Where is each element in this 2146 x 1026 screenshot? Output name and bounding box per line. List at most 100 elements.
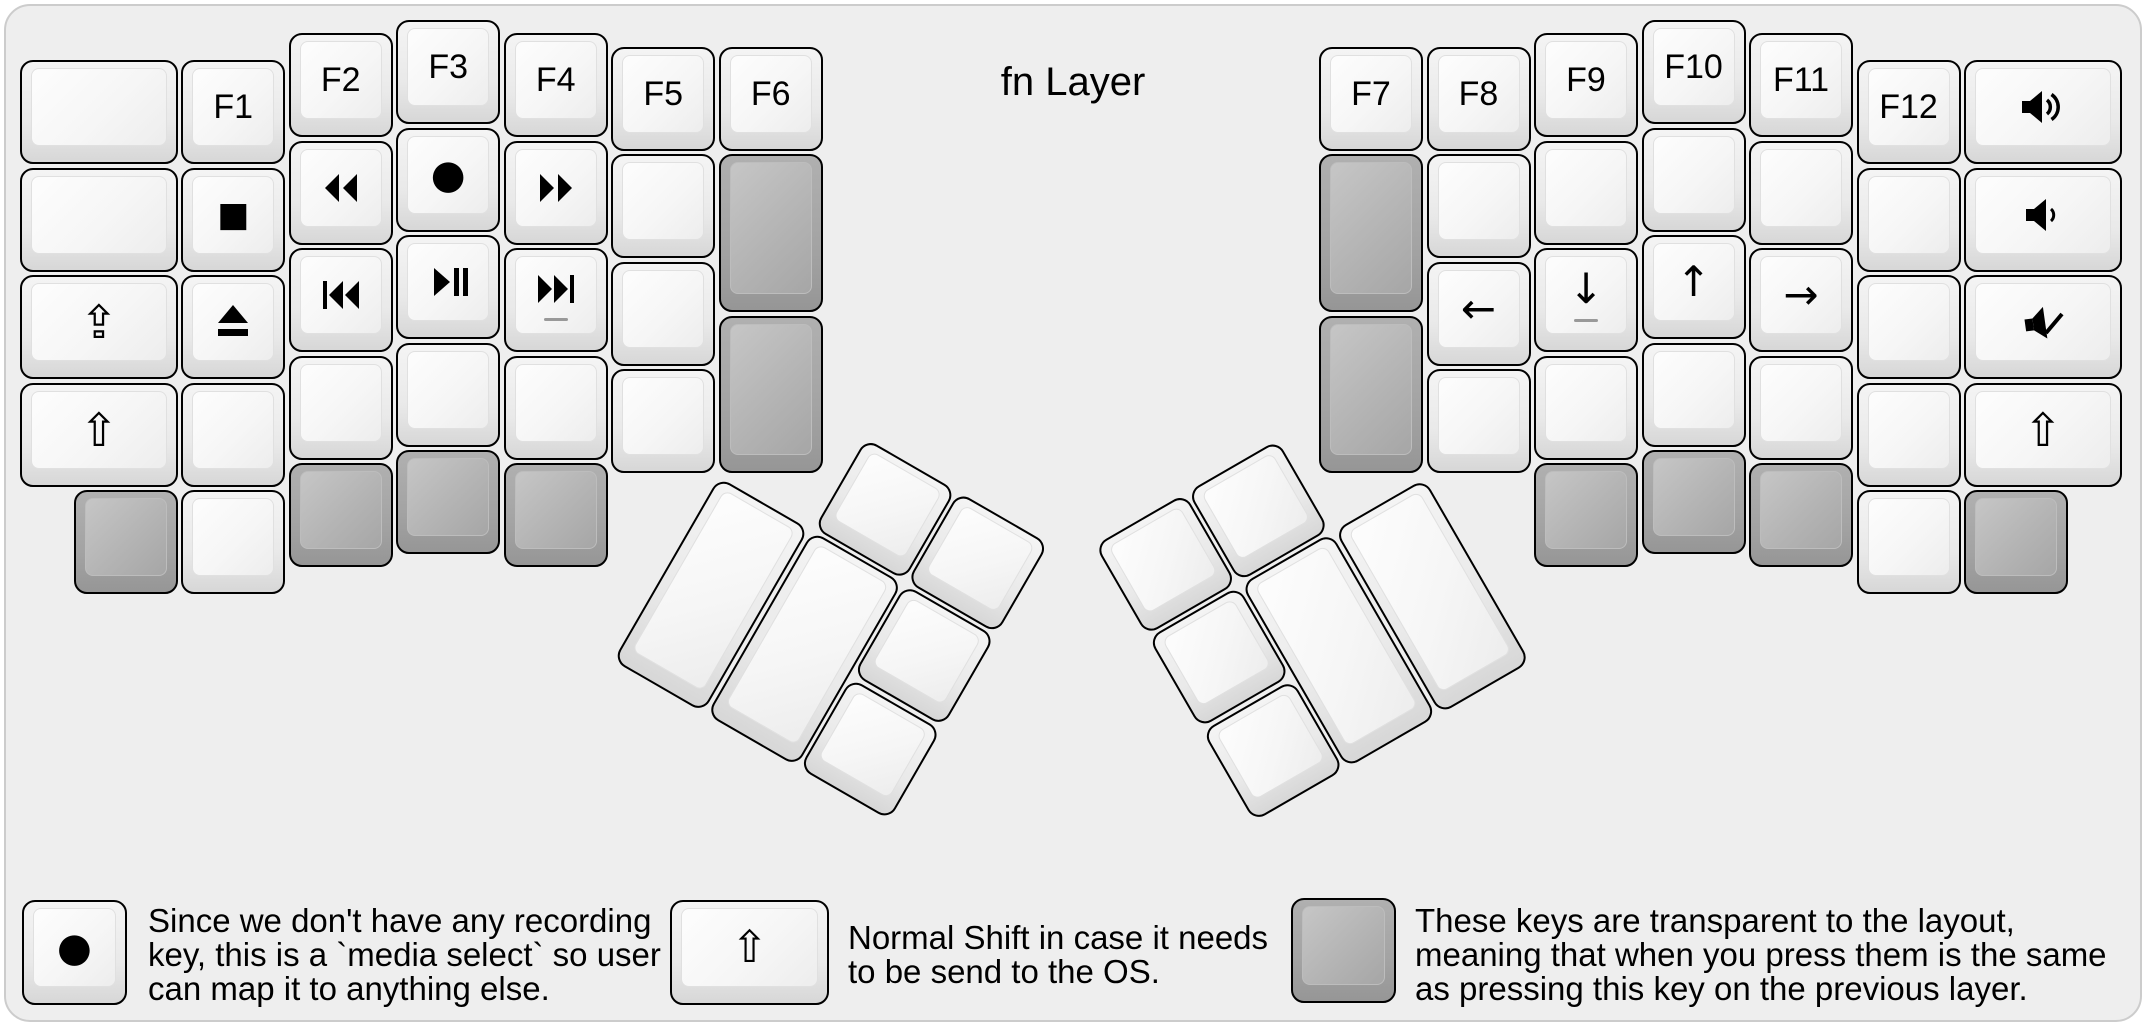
key-play-pause[interactable] xyxy=(396,235,501,339)
homing-bar xyxy=(1574,319,1598,323)
key-blank[interactable] xyxy=(503,355,608,460)
key-label: F8 xyxy=(1458,74,1499,113)
legend-text-transparent: These keys are transparent to the layout… xyxy=(1415,902,2107,1007)
key-blank[interactable] xyxy=(1856,275,1961,380)
key-prev-track[interactable] xyxy=(288,248,393,353)
key-label: F11 xyxy=(1772,61,1830,100)
arrow-right-icon: → xyxy=(1783,270,1819,320)
key-arrow-up[interactable]: ↑ xyxy=(1641,235,1746,339)
key-f11[interactable]: F11 xyxy=(1749,33,1853,138)
key-label: F1 xyxy=(213,88,254,127)
key-label: F7 xyxy=(1351,74,1391,113)
key-blank[interactable] xyxy=(396,342,501,447)
prev-track-icon xyxy=(319,275,363,315)
play-pause-icon xyxy=(426,262,470,302)
key-f6[interactable]: F6 xyxy=(718,46,823,151)
rewind-icon xyxy=(319,168,363,208)
key-fast-forward[interactable] xyxy=(503,140,608,245)
key-blank[interactable] xyxy=(396,450,501,554)
key-volume-up[interactable] xyxy=(1964,60,2122,165)
key-label: F3 xyxy=(428,48,469,86)
key-f4[interactable]: F4 xyxy=(503,33,608,138)
key-caps-shift[interactable]: ⇪ xyxy=(20,275,178,380)
arrow-left-icon: ← xyxy=(1460,283,1497,333)
key-f1[interactable]: F1 xyxy=(181,60,286,165)
key-label: F2 xyxy=(320,61,361,100)
key-f10[interactable]: F10 xyxy=(1641,20,1746,124)
key-blank[interactable] xyxy=(1426,154,1531,259)
key-blank[interactable] xyxy=(718,315,823,474)
key-blank[interactable] xyxy=(503,463,608,568)
shift-icon: ⇧ xyxy=(731,921,768,973)
key-blank[interactable] xyxy=(611,369,716,474)
key-f5[interactable]: F5 xyxy=(611,46,716,151)
key-blank[interactable] xyxy=(181,490,286,595)
key-label: F4 xyxy=(535,61,576,100)
key-shift[interactable]: ⇧ xyxy=(20,382,178,487)
stop-icon: ■ xyxy=(217,194,250,235)
key-blank[interactable] xyxy=(1641,450,1746,554)
key-blank[interactable] xyxy=(1426,369,1531,474)
key-blank[interactable] xyxy=(1534,140,1638,245)
key-arrow-right[interactable]: → xyxy=(1749,248,1853,353)
key-eject[interactable] xyxy=(181,275,286,380)
caps-shift-icon: ⇪ xyxy=(79,295,119,350)
fast-forward-icon xyxy=(534,168,578,208)
volume-up-icon xyxy=(2019,87,2067,127)
mute-icon xyxy=(2019,302,2067,342)
key-f3[interactable]: F3 xyxy=(396,20,501,124)
shift-icon: ⇧ xyxy=(2023,402,2063,457)
key-blank[interactable] xyxy=(1534,463,1638,568)
key-blank[interactable] xyxy=(1749,140,1853,245)
arrow-down-icon: ↓ xyxy=(1568,264,1604,314)
shift-key-sample: ⇧ xyxy=(670,900,829,1005)
volume-down-icon xyxy=(2019,195,2067,235)
key-next-track[interactable] xyxy=(503,248,608,353)
key-blank[interactable] xyxy=(611,261,716,366)
key-blank[interactable] xyxy=(288,463,393,568)
key-blank[interactable] xyxy=(181,382,286,487)
key-mute[interactable] xyxy=(1964,275,2122,380)
key-record[interactable]: ● xyxy=(396,127,501,232)
homing-bar xyxy=(543,318,568,322)
key-blank[interactable] xyxy=(1641,342,1746,447)
key-blank[interactable] xyxy=(20,167,178,272)
key-blank[interactable] xyxy=(611,154,716,259)
key-blank[interactable] xyxy=(1749,355,1853,460)
key-blank[interactable] xyxy=(1856,167,1961,272)
key-blank[interactable] xyxy=(1749,463,1853,568)
key-blank[interactable] xyxy=(20,60,178,165)
eject-icon xyxy=(211,302,255,342)
key-blank[interactable] xyxy=(1641,127,1746,232)
next-track-icon xyxy=(534,269,578,309)
key-blank[interactable] xyxy=(288,355,393,460)
key-f7[interactable]: F7 xyxy=(1319,46,1423,151)
key-shift[interactable]: ⇧ xyxy=(1964,382,2122,487)
key-blank[interactable] xyxy=(73,490,178,595)
key-blank[interactable] xyxy=(1964,490,2068,595)
key-rewind[interactable] xyxy=(288,140,393,245)
key-label: F12 xyxy=(1879,88,1938,127)
shift-icon: ⇧ xyxy=(79,402,119,457)
transparent-key-sample xyxy=(1291,898,1396,1003)
record-icon: ● xyxy=(57,924,92,971)
key-stop[interactable]: ■ xyxy=(181,167,286,272)
key-blank[interactable] xyxy=(1856,490,1961,595)
key-volume-down[interactable] xyxy=(1964,167,2122,272)
key-label: F10 xyxy=(1664,48,1723,86)
key-f8[interactable]: F8 xyxy=(1426,46,1531,151)
key-label: F6 xyxy=(750,74,791,113)
key-f2[interactable]: F2 xyxy=(288,33,393,138)
key-blank[interactable] xyxy=(1534,355,1638,460)
key-f9[interactable]: F9 xyxy=(1534,33,1638,138)
key-blank[interactable] xyxy=(1319,315,1423,474)
key-f12[interactable]: F12 xyxy=(1856,60,1961,165)
record-icon: ● xyxy=(430,151,466,198)
key-blank[interactable] xyxy=(1856,382,1961,487)
key-blank[interactable] xyxy=(1319,154,1423,313)
key-arrow-down[interactable]: ↓ xyxy=(1534,248,1638,353)
key-blank[interactable] xyxy=(718,154,823,313)
key-arrow-left[interactable]: ← xyxy=(1426,261,1531,366)
